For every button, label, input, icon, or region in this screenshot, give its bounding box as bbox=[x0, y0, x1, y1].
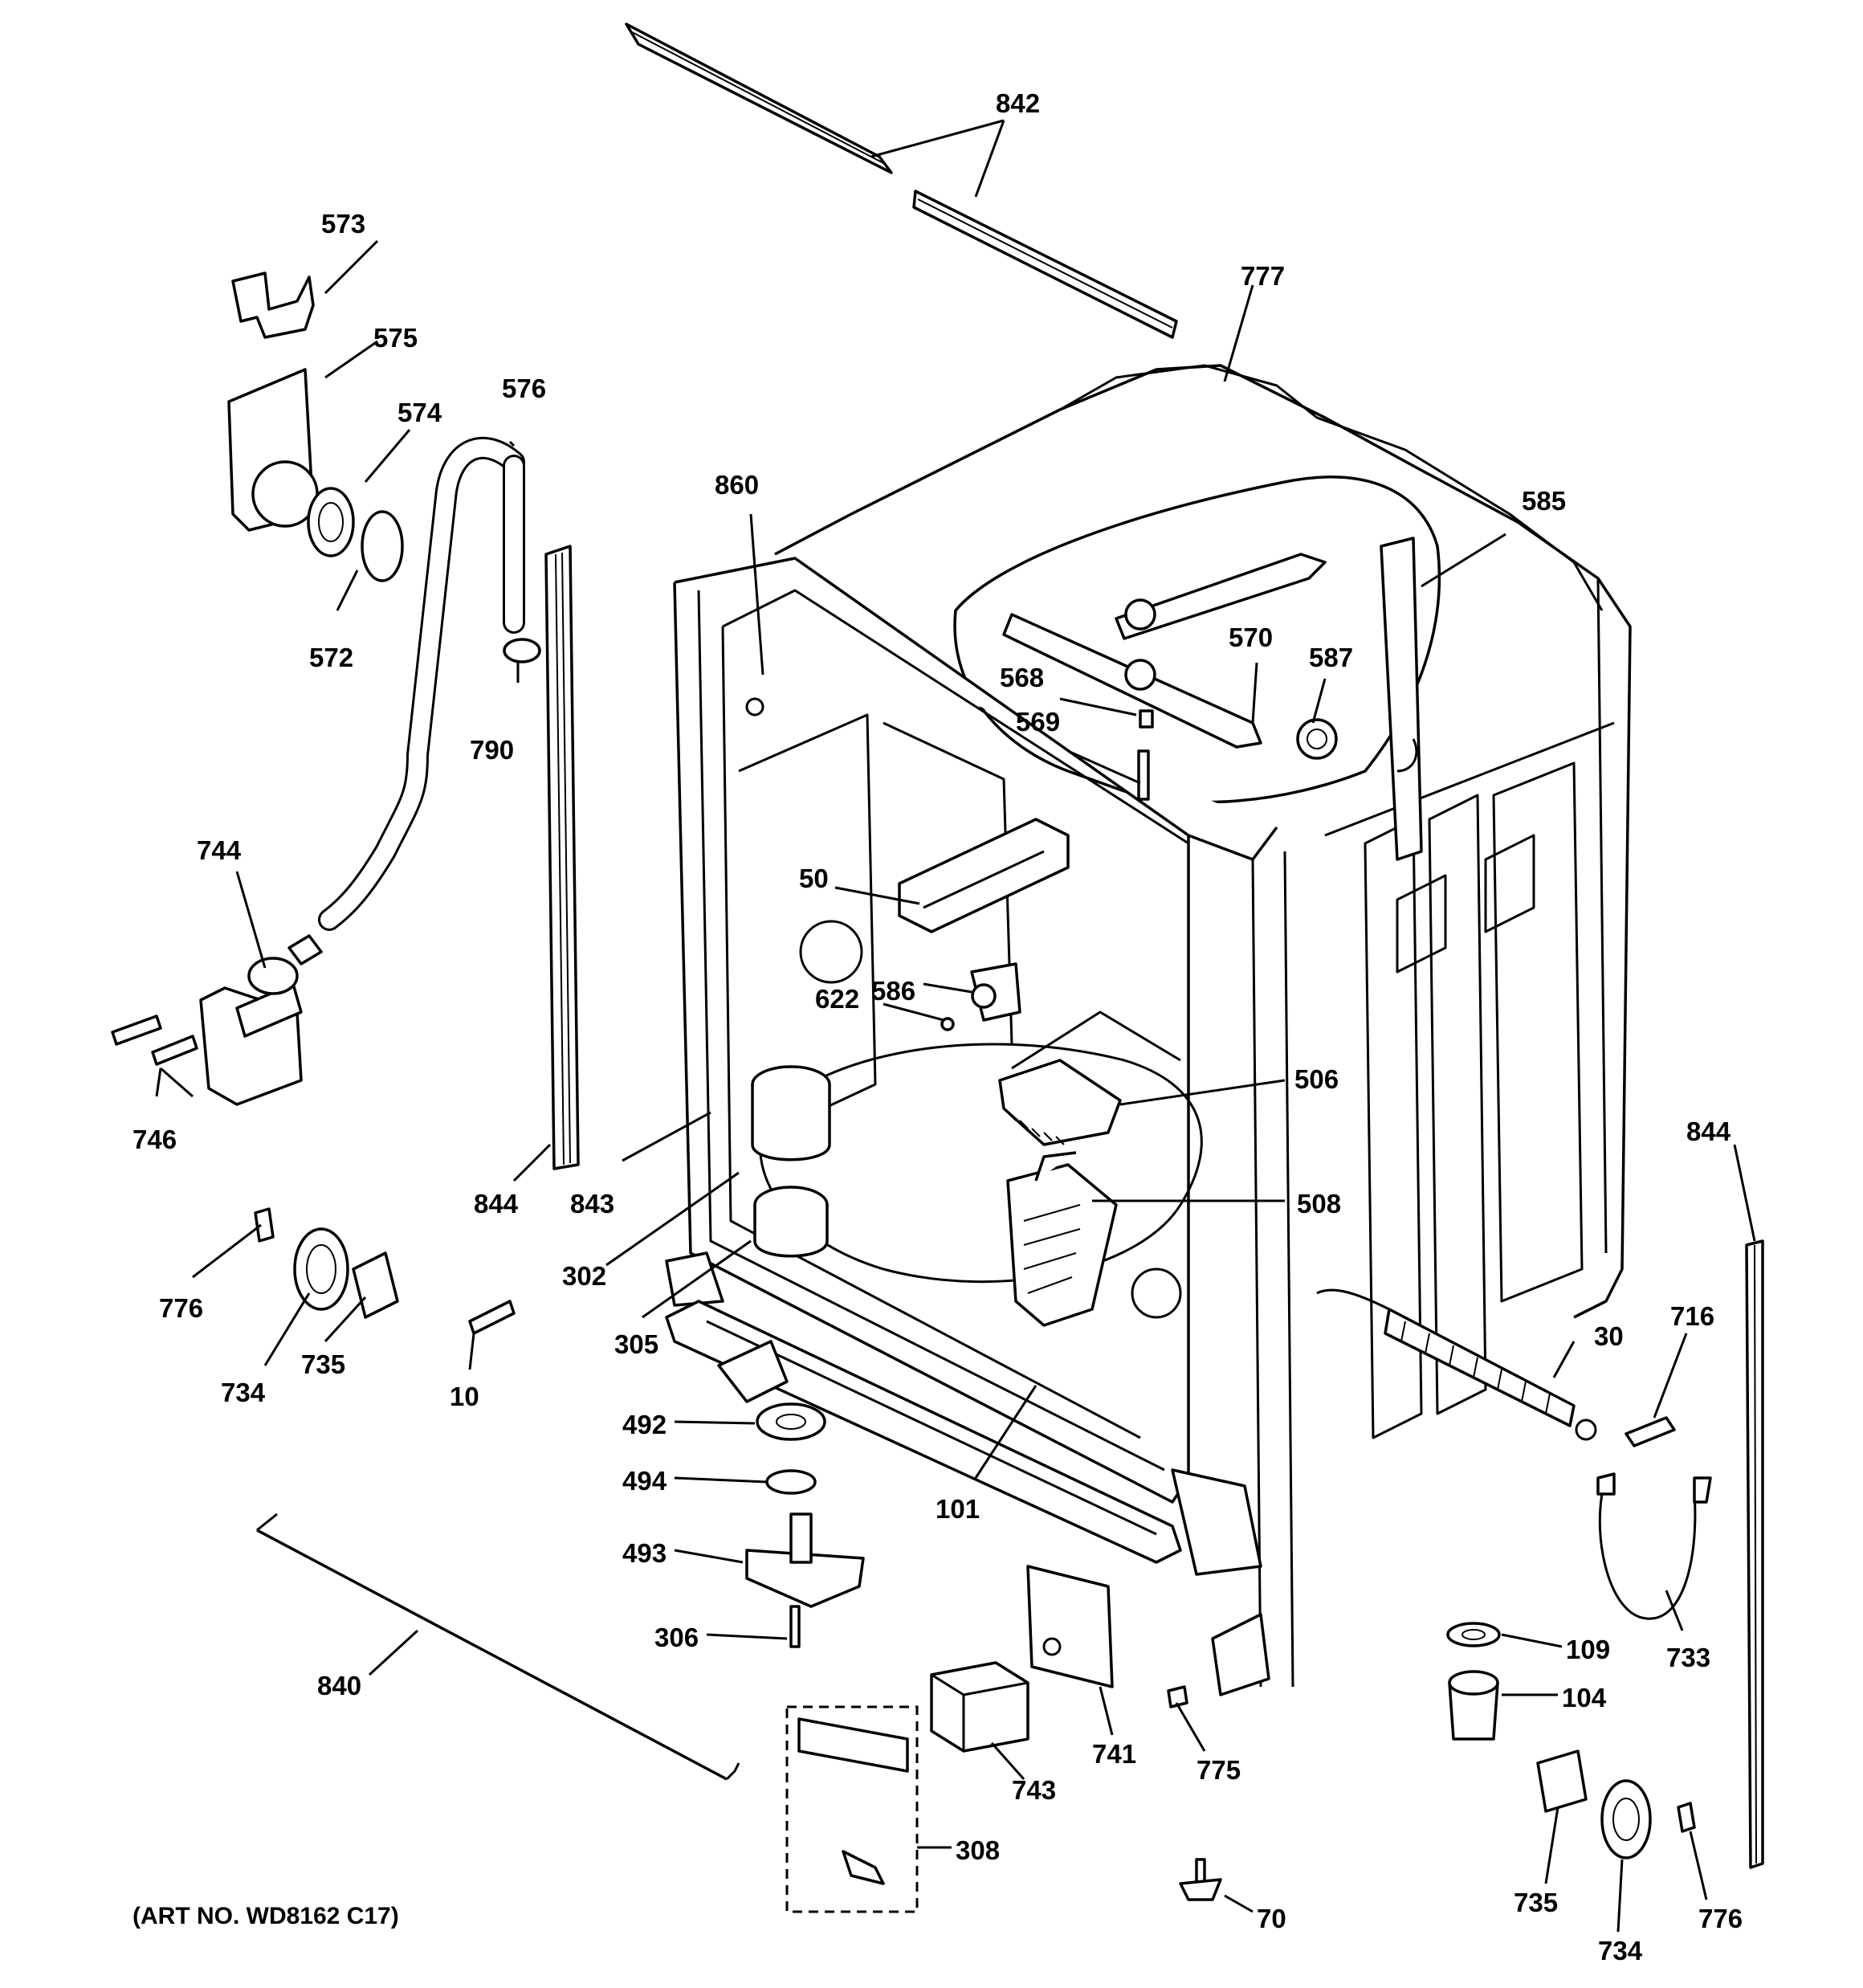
callout-308: 308 bbox=[956, 1835, 1000, 1865]
callout-492: 492 bbox=[622, 1410, 667, 1439]
callout-575: 575 bbox=[373, 323, 418, 353]
callout-30: 30 bbox=[1594, 1321, 1624, 1351]
callout-775: 775 bbox=[1196, 1755, 1241, 1785]
bottom-rail[interactable] bbox=[256, 1512, 740, 1781]
tub-assembly[interactable] bbox=[673, 364, 1632, 1696]
callout-734-left: 734 bbox=[221, 1378, 266, 1407]
callout-572: 572 bbox=[309, 643, 353, 672]
callout-568: 568 bbox=[1000, 663, 1044, 692]
callout-569: 569 bbox=[1016, 707, 1060, 737]
callout-573: 573 bbox=[321, 209, 365, 239]
callout-776-left: 776 bbox=[159, 1293, 203, 1323]
callout-735-right: 735 bbox=[1514, 1888, 1558, 1917]
top-trim-strips[interactable] bbox=[625, 22, 1178, 339]
leader-lines bbox=[155, 119, 1756, 1933]
callout-844-right: 844 bbox=[1686, 1116, 1731, 1146]
callout-844-left: 844 bbox=[474, 1189, 519, 1219]
callout-735-left: 735 bbox=[301, 1349, 345, 1379]
electrical-parts[interactable] bbox=[785, 1565, 1114, 1913]
water-inlet-valve[interactable] bbox=[111, 934, 323, 1106]
spray-arm[interactable] bbox=[1002, 537, 1423, 861]
callout-744: 744 bbox=[197, 835, 242, 865]
callout-746: 746 bbox=[132, 1125, 177, 1154]
right-side-parts[interactable] bbox=[1167, 1416, 1712, 1901]
callout-586: 586 bbox=[871, 976, 915, 1006]
callout-777: 777 bbox=[1241, 261, 1285, 291]
drain-parts[interactable] bbox=[745, 1402, 865, 1648]
pump-assembly[interactable] bbox=[665, 1065, 831, 1307]
callout-10: 10 bbox=[450, 1382, 479, 1411]
callout-776-right: 776 bbox=[1698, 1904, 1743, 1933]
callout-306: 306 bbox=[654, 1623, 699, 1652]
callout-733: 733 bbox=[1666, 1643, 1710, 1672]
callout-743: 743 bbox=[1012, 1775, 1056, 1805]
callout-50: 50 bbox=[799, 863, 829, 893]
vent-assembly[interactable] bbox=[227, 271, 404, 582]
callout-843: 843 bbox=[570, 1189, 614, 1219]
callout-104: 104 bbox=[1562, 1683, 1607, 1712]
callout-587: 587 bbox=[1309, 643, 1353, 672]
left-leveling-parts[interactable] bbox=[254, 1207, 516, 1335]
callout-305: 305 bbox=[614, 1329, 658, 1359]
callout-585: 585 bbox=[1522, 486, 1566, 516]
left-door-seal[interactable] bbox=[544, 545, 580, 1170]
callout-790: 790 bbox=[470, 735, 514, 765]
callout-716: 716 bbox=[1670, 1301, 1714, 1331]
callout-493: 493 bbox=[622, 1538, 667, 1568]
right-door-seal[interactable] bbox=[1745, 1239, 1764, 1869]
callout-734-right: 734 bbox=[1598, 1936, 1643, 1966]
base-frame[interactable] bbox=[665, 1300, 1182, 1564]
callout-840: 840 bbox=[317, 1671, 361, 1700]
art-number: (ART NO. WD8162 C17) bbox=[132, 1903, 399, 1929]
callout-101: 101 bbox=[936, 1494, 980, 1524]
callout-741: 741 bbox=[1092, 1739, 1136, 1769]
callout-70: 70 bbox=[1257, 1904, 1286, 1933]
callout-574: 574 bbox=[397, 398, 442, 427]
door-spring[interactable] bbox=[1316, 1288, 1597, 1441]
callout-860: 860 bbox=[715, 470, 759, 500]
callout-622: 622 bbox=[815, 984, 859, 1014]
callout-506: 506 bbox=[1294, 1064, 1339, 1094]
callout-109: 109 bbox=[1566, 1635, 1610, 1664]
callout-508: 508 bbox=[1297, 1189, 1341, 1219]
dispenser-bracket[interactable] bbox=[898, 818, 1070, 1031]
callout-494: 494 bbox=[622, 1466, 667, 1496]
callout-labels: 842 573 575 574 576 572 790 777 860 585 … bbox=[132, 88, 1743, 1966]
callout-576: 576 bbox=[502, 374, 546, 403]
callout-302: 302 bbox=[562, 1261, 606, 1291]
callout-842: 842 bbox=[996, 88, 1040, 118]
filter-assembly[interactable] bbox=[998, 1059, 1122, 1327]
drain-hose[interactable] bbox=[318, 436, 541, 931]
callout-570: 570 bbox=[1229, 623, 1273, 652]
